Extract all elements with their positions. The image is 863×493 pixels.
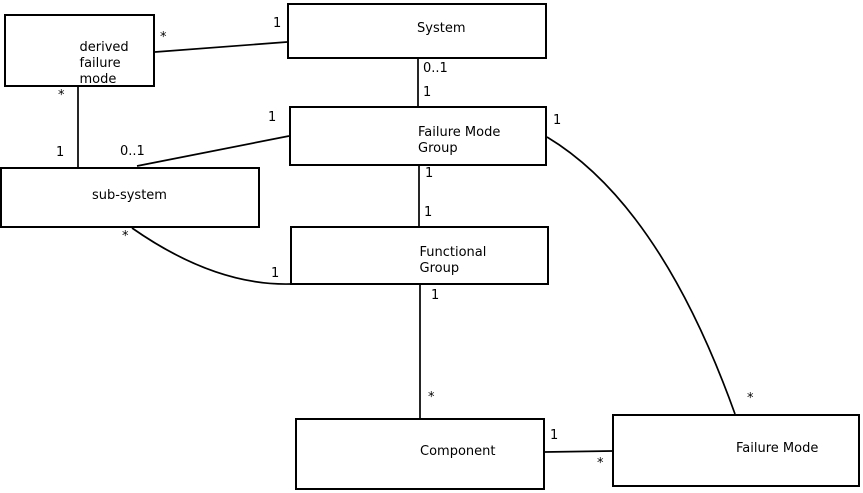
multiplicity-system-to-failure-mode-group-source: 0..1	[423, 61, 448, 76]
multiplicity-derived-failure-mode-to-sub-system-target: 1	[56, 145, 65, 160]
multiplicity-failure-mode-group-to-failure-mode-target: *	[747, 391, 754, 406]
node-failure-mode-group: Failure Mode Group	[289, 106, 547, 166]
edge-failure-mode-group-failure-mode	[546, 136, 736, 415]
multiplicity-failure-mode-group-to-failure-mode-source: 1	[553, 113, 562, 128]
multiplicity-functional-group-to-component-source: 1	[431, 288, 440, 303]
multiplicity-failure-mode-group-to-functional-group-source: 1	[425, 166, 434, 181]
node-failure-mode: Failure Mode	[612, 414, 860, 487]
edge-derived-failure-mode-system	[154, 41, 288, 53]
node-label-derived-failure-mode: derived failure mode	[79, 39, 129, 87]
edge-sub-system-failure-mode-group	[136, 135, 290, 167]
node-system: System	[287, 3, 547, 59]
node-sub-system: sub-system	[0, 167, 260, 228]
multiplicity-derived-failure-mode-to-system-target: 1	[273, 16, 282, 31]
multiplicity-component-to-failure-mode-source: 1	[550, 428, 559, 443]
multiplicity-sub-system-to-failure-mode-group-target: 1	[268, 110, 277, 125]
multiplicity-sub-system-to-functional-group-source: *	[122, 229, 129, 244]
node-label-sub-system: sub-system	[92, 187, 167, 203]
node-derived-failure-mode: derived failure mode	[4, 14, 155, 87]
multiplicity-system-to-failure-mode-group-target: 1	[423, 85, 432, 100]
multiplicity-functional-group-to-component-target: *	[428, 390, 435, 405]
multiplicity-sub-system-to-failure-mode-group-source: 0..1	[120, 144, 145, 159]
multiplicity-failure-mode-group-to-functional-group-target: 1	[424, 205, 433, 220]
node-label-functional-group: Functional Group	[419, 244, 487, 276]
edge-sub-system-functional-group	[131, 227, 292, 285]
multiplicity-derived-failure-mode-to-system-source: *	[160, 30, 167, 45]
node-functional-group: Functional Group	[290, 226, 549, 285]
node-label-system: System	[417, 21, 466, 36]
multiplicity-component-to-failure-mode-target: *	[597, 456, 604, 471]
node-component: Component	[295, 418, 545, 490]
multiplicity-sub-system-to-functional-group-target: 1	[271, 266, 280, 281]
edge-component-failure-mode	[544, 450, 613, 453]
node-label-failure-mode-group: Failure Mode Group	[418, 125, 501, 156]
node-label-component: Component	[420, 444, 496, 459]
multiplicity-derived-failure-mode-to-sub-system-source: *	[58, 88, 65, 103]
node-label-failure-mode: Failure Mode	[736, 440, 819, 456]
